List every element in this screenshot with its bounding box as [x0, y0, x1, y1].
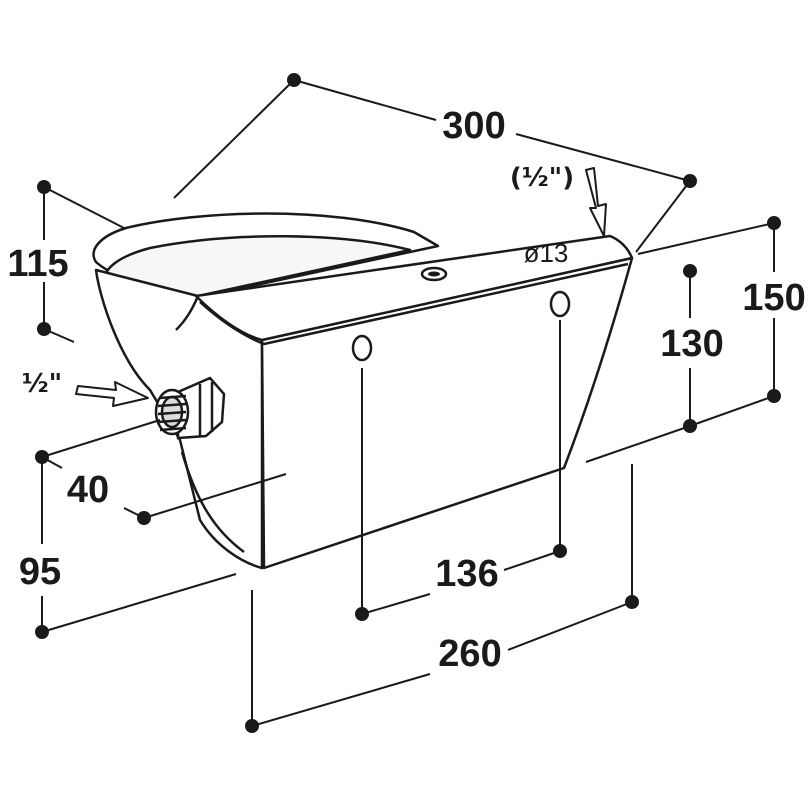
- label-bottom-height: 95: [19, 551, 61, 593]
- label-length-top: 300: [442, 105, 505, 147]
- bowl-body: [92, 212, 634, 570]
- mounting-hole-left-icon: [351, 334, 373, 362]
- label-thread-left: ½": [22, 369, 62, 399]
- label-hole-diameter: ø13: [524, 238, 569, 268]
- labels: 300 115 150 130 ½" (½") ø13 40 95 136 26…: [7, 105, 805, 675]
- left-arrow-icon: [75, 381, 149, 407]
- threaded-inlet-icon: [154, 376, 226, 440]
- lid-edge: [199, 262, 629, 346]
- label-height-left: 115: [7, 243, 68, 285]
- label-height-right-outer: 150: [742, 277, 805, 319]
- mounting-hole-right-icon: [549, 290, 571, 318]
- bowl-belly: [180, 451, 245, 554]
- label-hole-spacing: 136: [435, 553, 498, 595]
- bowl-lip: [175, 295, 200, 331]
- dimension-lines: [41, 79, 775, 727]
- box-front-face: [260, 256, 634, 570]
- label-base-length: 260: [438, 633, 501, 675]
- arrows: [75, 167, 607, 407]
- dimension-dots: [35, 73, 781, 733]
- label-height-right-inner: 130: [660, 323, 723, 365]
- down-arrow-icon: [585, 167, 607, 237]
- mounting-holes: [351, 290, 571, 362]
- label-thread-right: (½"): [510, 163, 574, 193]
- label-inlet-depth: 40: [67, 469, 109, 511]
